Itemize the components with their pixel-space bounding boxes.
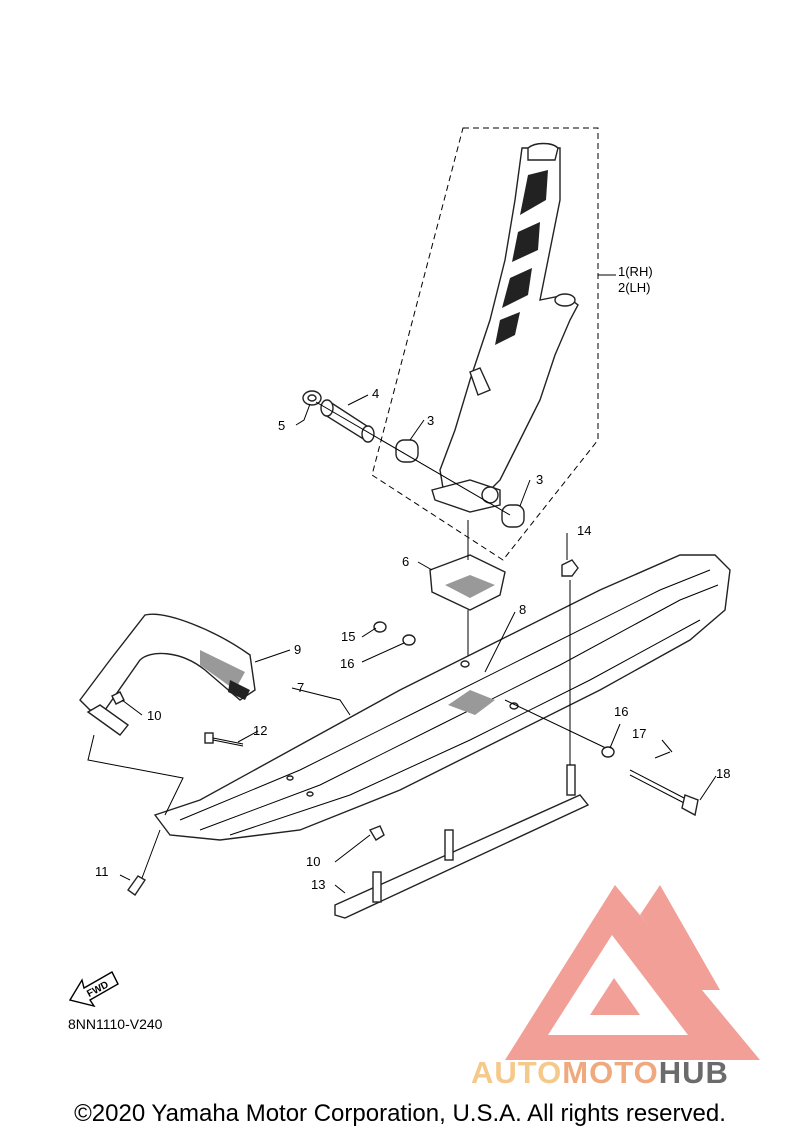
bolt-18 xyxy=(629,769,699,817)
callout-16a: 16 xyxy=(340,656,354,671)
bolt-11 xyxy=(127,829,161,896)
bushing-3b xyxy=(501,504,525,528)
callout-3b: 3 xyxy=(536,472,543,487)
nut-15 xyxy=(373,621,387,633)
callout-6: 6 xyxy=(402,554,409,569)
watermark-part-hub: HUB xyxy=(658,1055,729,1090)
skeg-13 xyxy=(334,764,590,919)
leader-lines xyxy=(87,274,717,894)
spindle-part xyxy=(431,142,579,513)
pad-6 xyxy=(429,554,506,611)
callout-15: 15 xyxy=(341,629,355,644)
callout-5: 5 xyxy=(278,418,285,433)
callout-16b: 16 xyxy=(614,704,628,719)
nut-10 xyxy=(368,825,385,841)
watermark-text: AUTOMOTOHUB xyxy=(471,1055,729,1091)
copyright-notice: ©2020 Yamaha Motor Corporation, U.S.A. A… xyxy=(74,1100,726,1127)
callout-11: 11 xyxy=(95,864,109,879)
callout-18: 18 xyxy=(716,766,730,781)
bushing-3a xyxy=(395,439,419,463)
callout-17: 17 xyxy=(632,726,646,741)
callout-9: 9 xyxy=(294,642,301,657)
ski-body-7 xyxy=(153,554,731,841)
callout-2-lh: 2(LH) xyxy=(618,280,651,295)
callout-12: 12 xyxy=(253,723,267,738)
washer-16b xyxy=(601,746,615,758)
callout-10b: 10 xyxy=(306,854,320,869)
callout-13: 13 xyxy=(311,877,325,892)
callout-1-rh: 1(RH) xyxy=(618,264,653,279)
fwd-arrow-icon: FWD xyxy=(68,971,119,1008)
bolt-12 xyxy=(204,732,244,747)
pin-17 xyxy=(654,751,671,759)
callout-10a: 10 xyxy=(147,708,161,723)
callout-14: 14 xyxy=(577,523,591,538)
watermark-part-moto: MOTO xyxy=(562,1055,659,1090)
diagram-code: 8NN1110-V240 xyxy=(68,1016,163,1032)
bolt-10 xyxy=(111,691,125,705)
callout-4: 4 xyxy=(372,386,379,401)
watermark-logo xyxy=(505,885,760,1060)
collar-5 xyxy=(302,390,322,406)
washer-16a xyxy=(402,634,416,646)
callout-3a: 3 xyxy=(427,413,434,428)
shaft-4 xyxy=(320,399,375,443)
callout-8: 8 xyxy=(519,602,526,617)
watermark-part-auto: AUTO xyxy=(471,1055,563,1090)
assembly-dashed-outline xyxy=(371,127,599,561)
callout-labels: 1(RH) 2(LH) 3 3 4 5 6 7 8 9 10 10 11 12 … xyxy=(95,264,730,892)
callout-7: 7 xyxy=(297,680,304,695)
fwd-label: FWD xyxy=(85,979,110,999)
nut-14 xyxy=(561,559,579,577)
ski-handle-9 xyxy=(79,613,256,736)
